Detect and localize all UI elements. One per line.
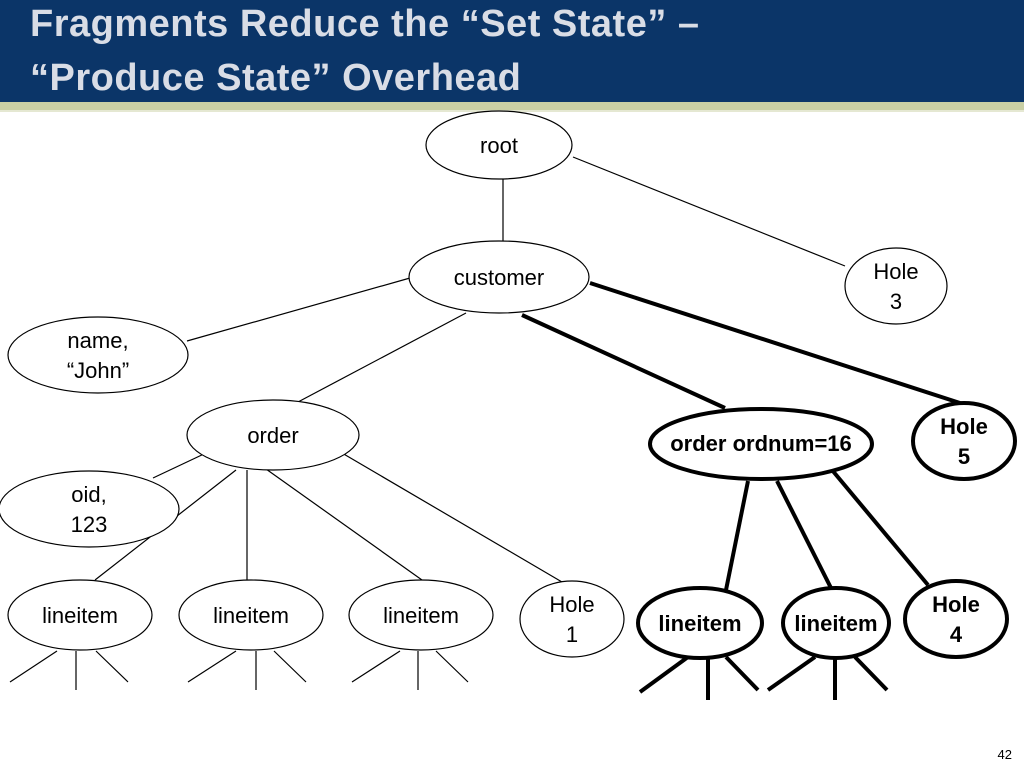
edge-ordnum-lineitem-4 xyxy=(724,480,750,591)
stub-lineitem-5-right xyxy=(853,655,889,692)
node-name-john-label-line-2: “John” xyxy=(67,358,129,383)
node-order-ordnum-16-shape xyxy=(648,407,874,481)
stub-lineitem-1-right xyxy=(95,650,129,683)
thin-edges xyxy=(9,156,846,690)
node-hole-5: Hole 5 xyxy=(911,401,1017,481)
edge-customer-order-ordnum xyxy=(521,313,726,410)
slide-title-line-1: Fragments Reduce the “Set State” – xyxy=(30,3,700,45)
node-lineitem-3-shape xyxy=(348,579,494,651)
node-hole-4-label-line-1: Hole xyxy=(932,592,980,617)
node-hole-3-label-line-1: Hole xyxy=(873,259,918,284)
node-order-label: order xyxy=(247,423,298,448)
node-hole-3-label-line-2: 3 xyxy=(890,289,902,314)
node-hole-1-label-line-1: Hole xyxy=(549,592,594,617)
node-lineitem-5: lineitem xyxy=(781,586,891,660)
node-lineitem-1: lineitem xyxy=(7,579,153,651)
node-customer: customer xyxy=(408,240,590,314)
node-hole-5-label-line-2: 5 xyxy=(958,444,970,469)
node-oid-123-label-line-1: oid, xyxy=(71,482,106,507)
node-oid-123-shape xyxy=(0,470,180,548)
stub-lineitem-4-left xyxy=(638,655,690,694)
node-lineitem-2-label: lineitem xyxy=(213,603,289,628)
node-hole-1-label-line-2: 1 xyxy=(566,622,578,647)
node-hole-5-shape xyxy=(911,401,1017,481)
edge-root-hole3 xyxy=(572,156,846,267)
stub-lineitem-3-left xyxy=(351,650,401,683)
node-hole-5-label-line-1: Hole xyxy=(940,414,988,439)
stub-lineitem-1-left xyxy=(9,650,58,683)
node-customer-shape xyxy=(408,240,590,314)
node-order-ordnum-16: order ordnum=16 xyxy=(648,407,874,481)
edge-order-oid xyxy=(152,452,207,479)
node-hole-1: Hole 1 xyxy=(519,580,625,658)
stub-lineitem-5-left xyxy=(766,655,817,692)
node-order-shape xyxy=(186,399,360,471)
slide-title-line-2: “Produce State” Overhead xyxy=(30,57,522,99)
thick-edges xyxy=(521,281,961,700)
node-hole-4: Hole 4 xyxy=(903,579,1009,659)
node-lineitem-2: lineitem xyxy=(178,579,324,651)
node-order: order xyxy=(186,399,360,471)
node-hole-4-label-line-2: 4 xyxy=(950,622,963,647)
node-lineitem-3-label: lineitem xyxy=(383,603,459,628)
edge-customer-name xyxy=(186,277,411,342)
node-name-john-shape xyxy=(7,316,189,394)
stub-lineitem-3-right xyxy=(435,650,469,683)
page-number: 42 xyxy=(997,747,1012,762)
node-hole-3-shape xyxy=(844,247,948,325)
edge-customer-order xyxy=(297,312,467,403)
edge-ordnum-lineitem-5 xyxy=(775,480,834,591)
edge-customer-hole5 xyxy=(589,281,961,405)
node-lineitem-1-shape xyxy=(7,579,153,651)
node-lineitem-1-label: lineitem xyxy=(42,603,118,628)
node-customer-label: customer xyxy=(454,265,544,290)
node-order-ordnum-16-label: order ordnum=16 xyxy=(670,431,852,456)
node-lineitem-5-shape xyxy=(781,586,891,660)
node-oid-123-label-line-2: 123 xyxy=(71,512,108,537)
node-lineitem-4-shape xyxy=(636,586,764,660)
node-oid-123: oid, 123 xyxy=(0,470,180,548)
stub-lineitem-4-right xyxy=(724,655,760,692)
node-hole-4-shape xyxy=(903,579,1009,659)
stub-lineitem-2-right xyxy=(273,650,307,683)
edge-ordnum-hole4 xyxy=(830,468,930,587)
node-lineitem-2-shape xyxy=(178,579,324,651)
node-hole-1-shape xyxy=(519,580,625,658)
node-lineitem-4: lineitem xyxy=(636,586,764,660)
edge-order-lineitem-3 xyxy=(265,468,423,581)
node-root: root xyxy=(425,110,573,180)
title-accent-stripe xyxy=(0,102,1024,110)
node-lineitem-3: lineitem xyxy=(348,579,494,651)
node-lineitem-5-label: lineitem xyxy=(794,611,877,636)
node-name-john: name, “John” xyxy=(7,316,189,394)
stub-lineitem-2-left xyxy=(187,650,237,683)
node-name-john-label-line-1: name, xyxy=(67,328,128,353)
node-lineitem-4-label: lineitem xyxy=(658,611,741,636)
node-root-label: root xyxy=(480,133,518,158)
node-root-shape xyxy=(425,110,573,180)
node-hole-3: Hole 3 xyxy=(844,247,948,325)
title-bar: Fragments Reduce the “Set State” – “Prod… xyxy=(0,0,1024,102)
edge-order-hole1 xyxy=(341,452,563,583)
